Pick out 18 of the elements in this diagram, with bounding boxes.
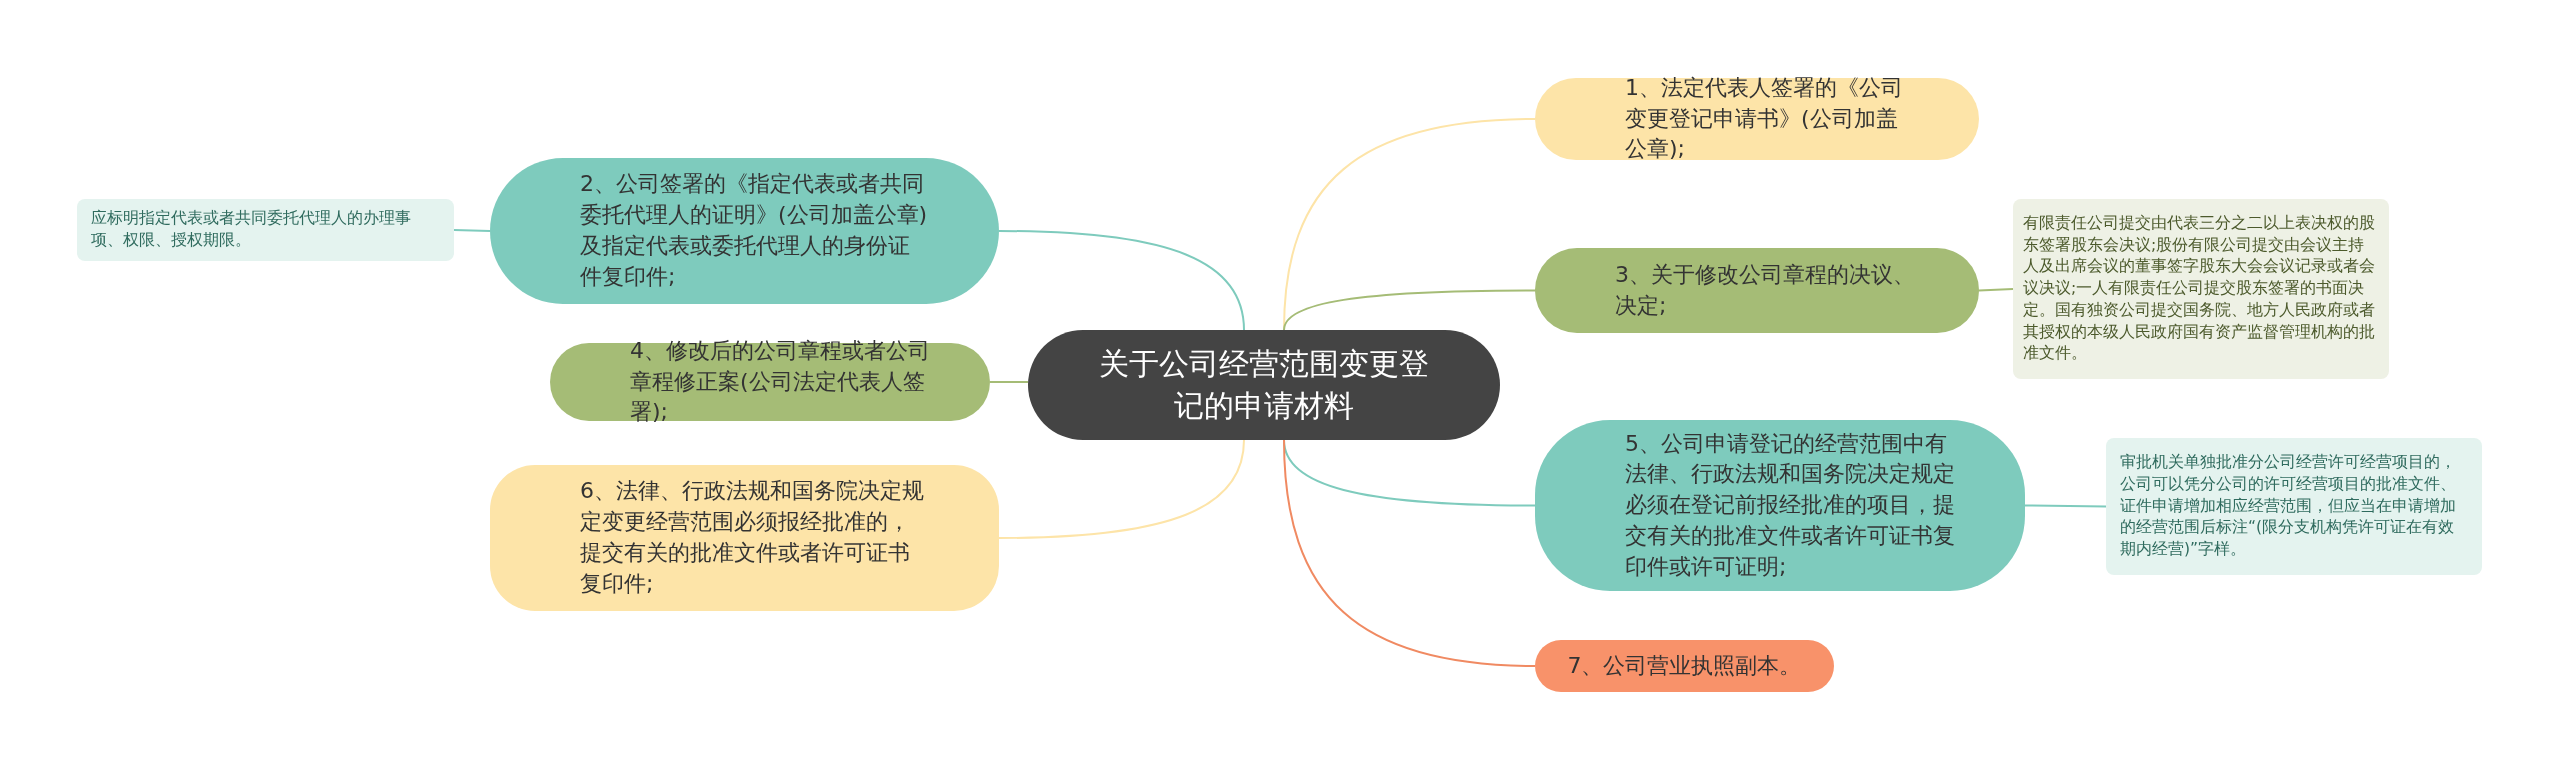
note-box: 审批机关单独批准分公司经营许可经营项目的，公司可以凭分公司的许可经营项目的批准文件、证件申请增加相应经营范围，但应当在申请增加的经营范围后标注“(限分支机构凭许可证在有效期内经营)”字样。 [2106, 438, 2482, 575]
connector-line [998, 439, 1245, 539]
note-box: 有限责任公司提交由代表三分之二以上表决权的股东签署股东会决议;股份有限公司提交由会议主持人及出席会议的董事签字股东大会会议记录或者会议决议;一人有限责任公司提交股东签署的书面决定。国有独资公司提交国务院、地方人民政府或者其授权的本级人民政府国有资产监督管理机构的批准文件。 [2013, 199, 2389, 379]
topic-pill: 6、法律、行政法规和国务院决定规定变更经营范围必须报经批准的，提交有关的批准文件或者许可证书复印件; [490, 465, 999, 611]
connector-line [1978, 288, 2014, 292]
connector-line [989, 381, 1029, 383]
connector-line [2024, 504, 2107, 508]
topic-pill: 1、法定代表人签署的《公司变更登记申请书》(公司加盖公章); [1535, 78, 1979, 160]
topic-pill: 2、公司签署的《指定代表或者共同委托代理人的证明》(公司加盖公章)及指定代表或委托代理人的身份证件复印件; [490, 158, 999, 304]
topic-pill: 5、公司申请登记的经营范围中有法律、行政法规和国务院决定规定必须在登记前报经批准的项目，提交有关的批准文件或者许可证书复印件或许可证明; [1535, 420, 2025, 591]
connector-line [998, 230, 1245, 331]
connector-line [1283, 289, 1536, 331]
topic-pill: 7、公司营业执照副本。 [1535, 640, 1834, 692]
central-topic: 关于公司经营范围变更登记的申请材料 [1028, 330, 1500, 440]
connector-line [1283, 439, 1536, 667]
note-box: 应标明指定代表或者共同委托代理人的办理事项、权限、授权期限。 [77, 199, 454, 261]
connector-line [453, 229, 491, 232]
topic-pill: 3、关于修改公司章程的决议、决定; [1535, 248, 1979, 333]
